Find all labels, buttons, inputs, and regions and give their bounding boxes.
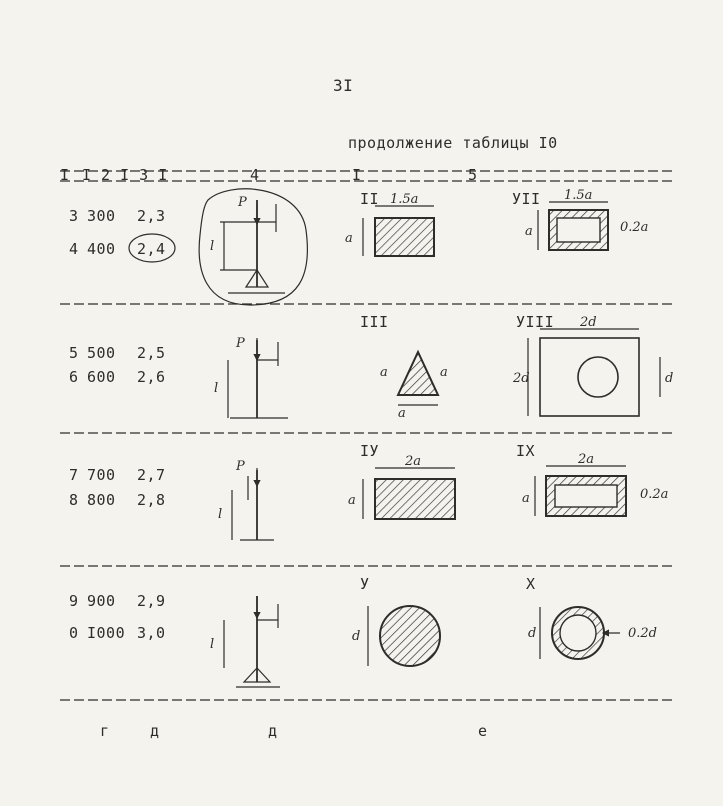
footer-label: д <box>268 722 278 740</box>
row-coef: 2,8 <box>137 491 166 509</box>
dim-label: a <box>440 365 448 380</box>
row-number: 8 <box>69 491 79 509</box>
row-value: 700 <box>87 466 116 484</box>
section-label: IУ <box>360 442 380 460</box>
row-number: 0 <box>69 624 79 642</box>
section-label: II <box>360 190 380 208</box>
footer-label: е <box>478 722 488 740</box>
row-coef-circled: 2,4 <box>137 240 166 258</box>
dim-label: 1.5a <box>390 192 418 207</box>
dim-label: a <box>398 406 406 421</box>
table-caption: продолжение таблицы I0 <box>348 134 558 152</box>
row-coef: 3,0 <box>137 624 166 642</box>
row-value: 400 <box>87 240 116 258</box>
pin-support <box>244 268 270 288</box>
row-number: 7 <box>69 466 79 484</box>
row-coef: 2,3 <box>137 207 166 225</box>
section-label: УII <box>512 190 541 208</box>
dim-label: 0.2a <box>640 487 668 502</box>
section-circle <box>379 605 441 667</box>
header-col1: I <box>60 166 70 184</box>
header-col5: 5 <box>468 166 478 184</box>
pin-support <box>242 667 272 683</box>
dim-label: d <box>665 371 673 386</box>
page-number: 3I <box>333 76 354 95</box>
section-ring-void <box>559 614 597 652</box>
row-number: 5 <box>69 344 79 362</box>
header-col4: 4 <box>250 166 260 184</box>
section-rectangle <box>374 217 435 257</box>
dim-label: a <box>345 231 353 246</box>
row-number: 6 <box>69 368 79 386</box>
dim-label: d <box>352 629 360 644</box>
dim-label: a <box>348 493 356 508</box>
row-value: I000 <box>87 624 126 642</box>
row-coef: 2,5 <box>137 344 166 362</box>
footer-label: г <box>100 722 110 740</box>
force-label: P <box>235 336 245 351</box>
section-label: X <box>526 575 536 593</box>
dim-label: 0.2a <box>620 220 648 235</box>
dim-label: a <box>522 491 530 506</box>
section-rectangle <box>374 478 456 520</box>
row-value: 900 <box>87 592 116 610</box>
dim-label: d <box>528 626 536 641</box>
force-label: P <box>235 459 245 474</box>
row-coef: 2,9 <box>137 592 166 610</box>
length-label: l <box>210 239 214 254</box>
row-number: 3 <box>69 207 79 225</box>
header-separator: I <box>352 166 362 184</box>
force-label: P <box>237 195 247 210</box>
section-hole <box>577 356 619 398</box>
row-coef: 2,7 <box>137 466 166 484</box>
section-label: III <box>360 313 389 331</box>
section-square <box>539 337 640 417</box>
row-value: 300 <box>87 207 116 225</box>
dim-label: 2a <box>404 454 421 469</box>
section-label: У <box>360 575 370 593</box>
dim-label: 2a <box>577 452 594 467</box>
row-value: 500 <box>87 344 116 362</box>
dim-label: 0.2d <box>628 626 657 641</box>
length-label: l <box>214 381 218 396</box>
dim-label: 2d <box>579 315 597 330</box>
dim-label: 2d <box>512 371 530 386</box>
length-label: l <box>210 637 214 652</box>
dim-label: 1.5a <box>564 188 592 203</box>
section-label: IX <box>516 442 536 460</box>
row-value: 600 <box>87 368 116 386</box>
section-inner-void <box>556 217 601 243</box>
hand-drawn-outline <box>198 188 309 306</box>
footer-label: д <box>150 722 160 740</box>
section-label: УIII <box>516 313 555 331</box>
section-inner-void <box>554 484 618 508</box>
row-number: 4 <box>69 240 79 258</box>
dim-label: a <box>525 224 533 239</box>
row-value: 800 <box>87 491 116 509</box>
row-coef: 2,6 <box>137 368 166 386</box>
section-triangle <box>396 349 440 396</box>
dim-label: a <box>380 365 388 380</box>
length-label: l <box>218 507 222 522</box>
row-number: 9 <box>69 592 79 610</box>
coef-circle-mark <box>128 233 176 263</box>
